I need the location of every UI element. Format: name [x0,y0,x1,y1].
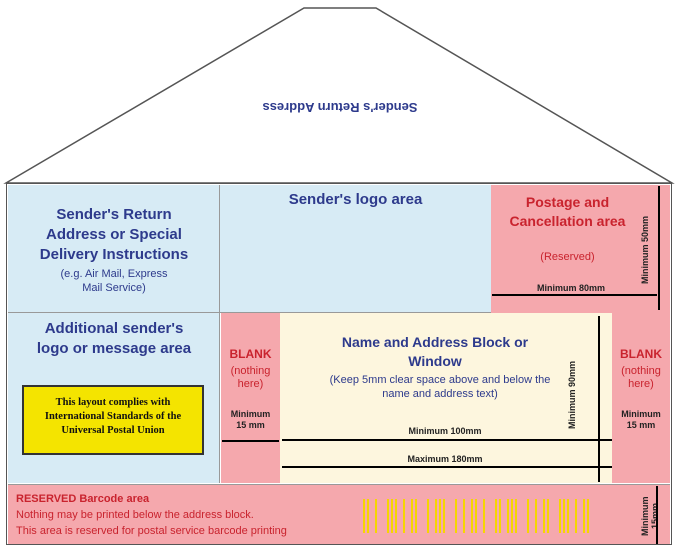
barcode-bar [583,499,585,533]
blank-right-min: Minimum 15 mm [621,409,661,430]
barcode-title: RESERVED Barcode area [16,493,150,505]
sender-logo-area: Sender's logo area [220,185,491,313]
barcode-bar [567,499,569,533]
barcode-bar [455,499,457,533]
address-block: Name and Address Block or Window (Keep 5… [280,313,612,483]
return-address-examples: (e.g. Air Mail, Express Mail Service) [60,268,168,294]
barcode-line1: Nothing may be printed below the address… [16,509,254,521]
barcode-bar [507,499,509,533]
return-address-title: Sender's Return Address or Special Deliv… [39,206,189,263]
barcode-bar [563,499,565,533]
barcode-graphic [363,499,623,533]
barcode-bar [547,499,549,533]
sender-logo-title: Sender's logo area [288,191,423,208]
address-max-width-arrow [282,466,612,468]
barcode-bar [415,499,417,533]
envelope-body [6,183,672,545]
blank-left-width-arrow [222,440,279,442]
barcode-line2: This area is reserved for postal service… [16,525,287,537]
address-min-width-arrow [282,439,666,441]
blank-left-title: BLANK [229,347,272,361]
barcode-bar [499,499,501,533]
additional-logo-area: Additional sender's logo or message area… [8,313,220,483]
address-max-width: Maximum 180mm [407,454,483,464]
barcode-bar [395,499,397,533]
barcode-bar [387,499,389,533]
barcode-bar [367,499,369,533]
blank-left-area: BLANK (nothing here) Minimum 15 mm [221,313,280,483]
additional-logo-title: Additional sender's logo or message area [36,320,192,357]
barcode-bar [363,499,365,533]
barcode-bar [575,499,577,533]
flap-return-address-label: Sender's Return Address [262,100,418,115]
postage-min-width: Minimum 80mm [536,283,605,293]
blank-left-note: (nothing here) [230,365,271,390]
postage-area: Postage and Cancellation area (Reserved)… [491,185,670,313]
barcode-bar [375,499,377,533]
barcode-height-arrow [656,486,658,544]
postage-width-arrow [492,294,657,296]
barcode-bar [391,499,393,533]
postage-min-height: Minimum 50mm [640,216,650,285]
barcode-bar [483,499,485,533]
barcode-bar [427,499,429,533]
address-height-arrow [598,316,600,482]
postage-reserved: (Reserved) [540,251,595,263]
barcode-bar [403,499,405,533]
barcode-bar [515,499,517,533]
barcode-bar [543,499,545,533]
barcode-bar [463,499,465,533]
address-block-title: Name and Address Block or Window [341,334,529,369]
address-min-height: Minimum 90mm [567,361,577,430]
postage-height-arrow [658,186,660,310]
barcode-area: RESERVED Barcode area Nothing may be pri… [8,484,670,544]
blank-left-min: Minimum 15 mm [230,409,271,430]
address-min-width: Minimum 100mm [408,426,482,436]
barcode-bar [443,499,445,533]
barcode-bar [535,499,537,533]
barcode-bar [435,499,437,533]
barcode-bar [411,499,413,533]
address-block-note: (Keep 5mm clear space above and below th… [329,374,551,400]
barcode-bar [475,499,477,533]
barcode-bar [527,499,529,533]
postage-title: Postage and Cancellation area [509,194,626,229]
barcode-bar [495,499,497,533]
blank-right-title: BLANK [620,347,662,361]
compliance-box: This layout complies with International … [22,385,204,455]
barcode-bar [439,499,441,533]
barcode-bar [559,499,561,533]
compliance-text: This layout complies with International … [44,397,182,436]
blank-right-note: (nothing here) [621,365,661,390]
barcode-bar [511,499,513,533]
barcode-bar [587,499,589,533]
blank-right-area: BLANK (nothing here) Minimum 15 mm [612,313,670,483]
barcode-bar [471,499,473,533]
return-address-area: Sender's Return Address or Special Deliv… [8,185,220,313]
